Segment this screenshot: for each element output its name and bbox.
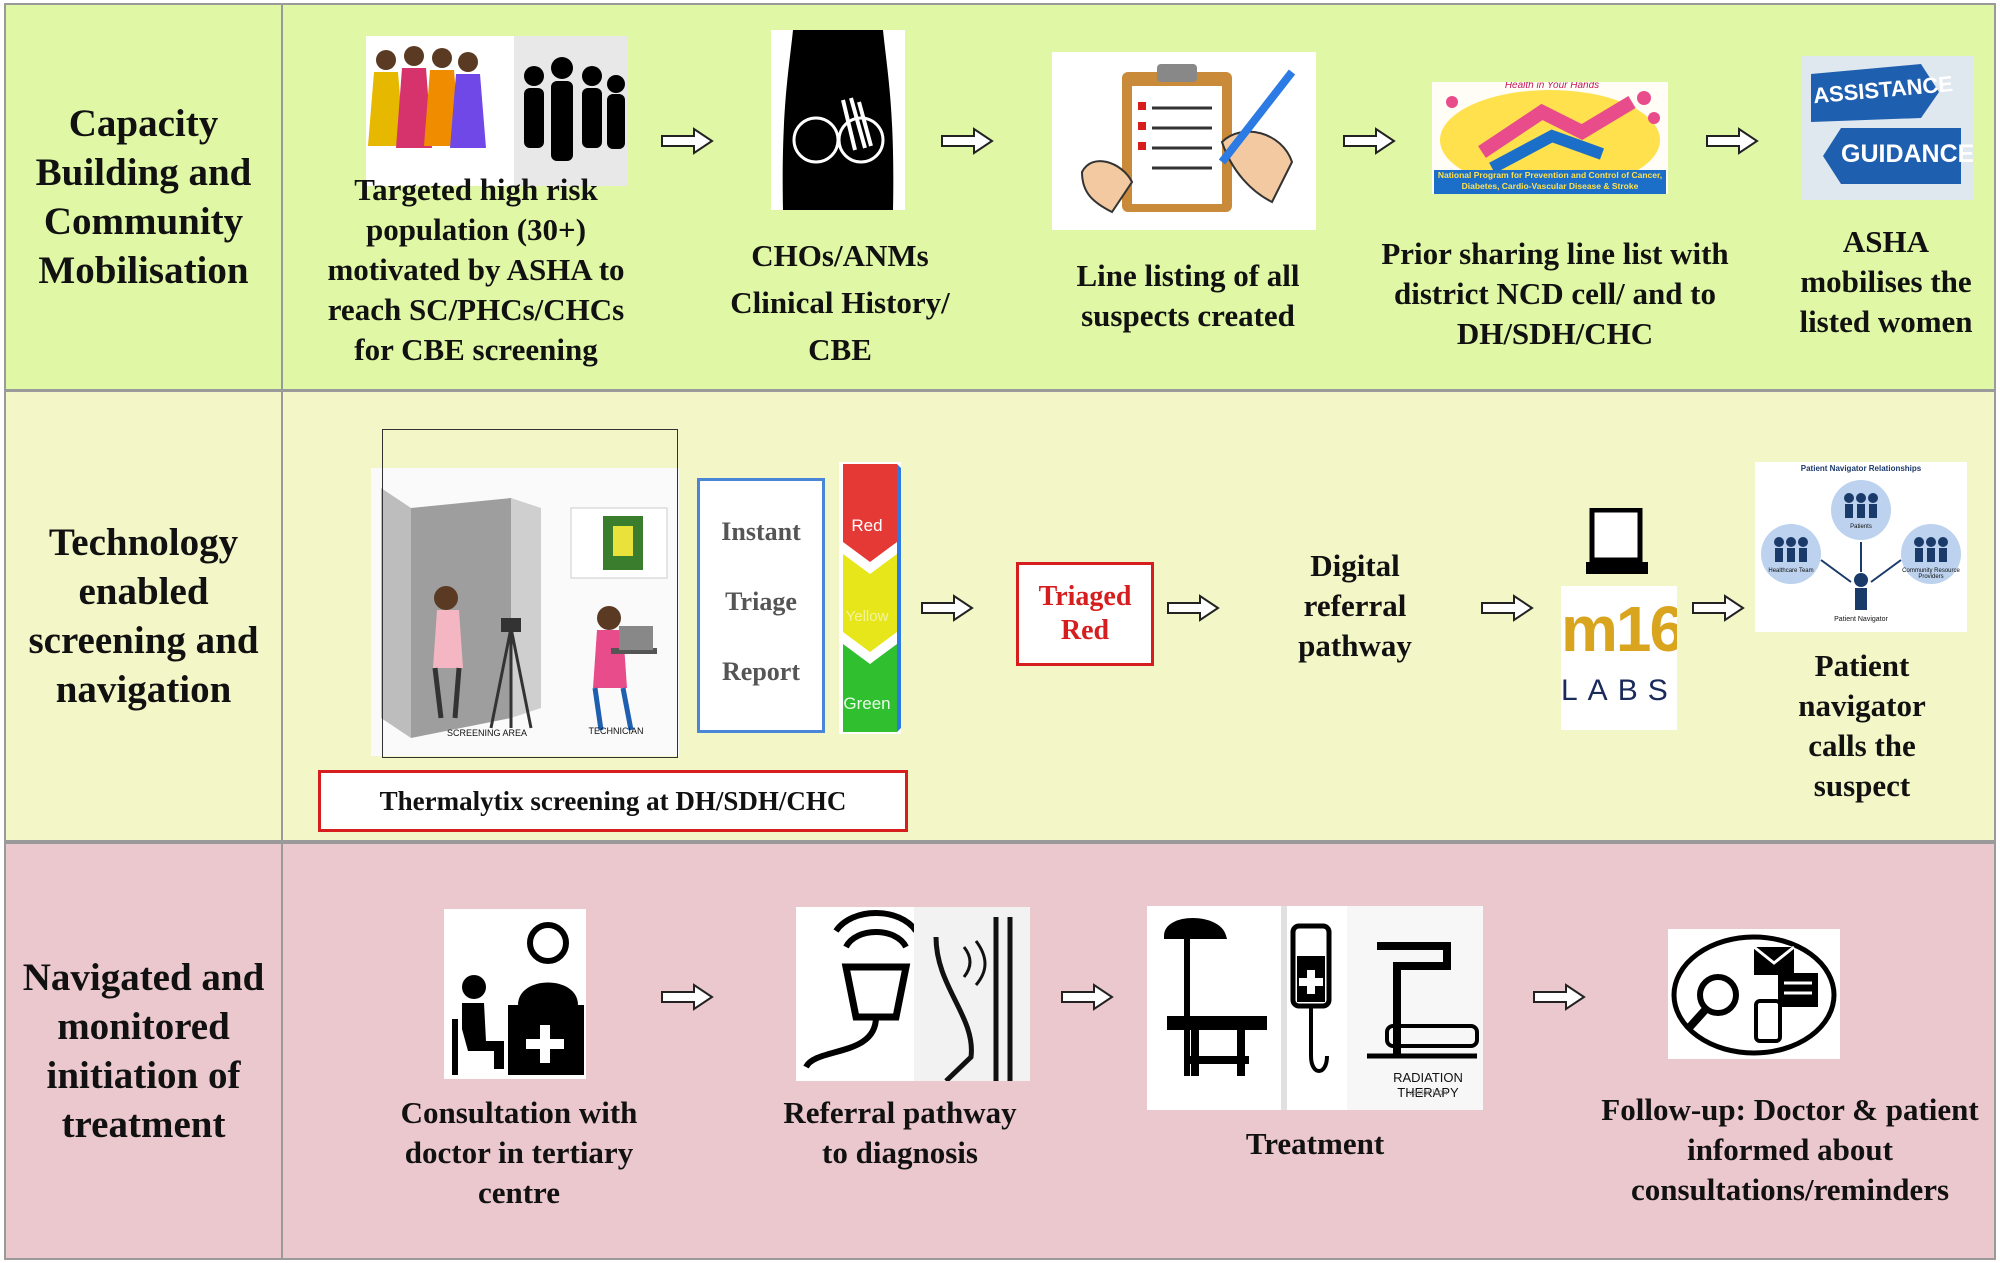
sign-text: GUIDANCE [1841, 140, 1973, 168]
step-caption: Follow-up: Doctor & patient informed abo… [1601, 1092, 1979, 1207]
instant-triage-report-box: Instant Triage Report [697, 478, 825, 733]
triage-red: Red [851, 516, 883, 535]
patient-navigator-diagram: Patient Navigator Relationships Patients… [1755, 462, 1967, 632]
arrow-icon [1706, 127, 1759, 155]
step-caption: Referral pathway to diagnosis [783, 1095, 1017, 1170]
arrow-icon [941, 127, 994, 155]
arrow-icon [1167, 594, 1220, 622]
row-label: Navigated and monitored initiation of tr… [6, 844, 283, 1258]
m16-labs-logo: m16 LABS [1561, 586, 1677, 730]
report-line: Instant [721, 517, 801, 546]
npcdcs-logo: Health in Your Hands National Program fo… [1432, 82, 1668, 194]
screening-area-illustration: SCREENING AREA TECHNICIAN [371, 468, 679, 756]
digital-referral-caption: Digital referral pathway [1298, 548, 1412, 663]
arrow-icon [1061, 983, 1114, 1011]
step-caption: CHOs/ANMs Clinical History/ CBE [730, 238, 950, 367]
vector-label: vector icon [1408, 1088, 1448, 1097]
step-caption: Line listing of all suspects created [1076, 258, 1300, 333]
doctor-consult-icon [444, 909, 586, 1079]
thermalytix-screening-box: Thermalytix screening at DH/SDH/CHC [318, 770, 908, 832]
labs-text: LABS [1561, 674, 1677, 707]
clipboard-icon [1052, 52, 1316, 230]
arrow-icon [661, 127, 714, 155]
triage-chevrons: Red Yellow Green [839, 462, 901, 734]
arrow-icon [1533, 983, 1586, 1011]
navigator-node: Patient Navigator [1834, 616, 1888, 623]
row-label: Technology enabled screening and navigat… [6, 392, 283, 840]
arrow-icon [1692, 594, 1745, 622]
row-label: Capacity Building and Community Mobilisa… [6, 5, 283, 389]
laptop-icon [1586, 508, 1648, 574]
arrow-icon [921, 594, 974, 622]
step-caption: ASHA mobilises the listed women [1799, 224, 1973, 339]
followup-icon [1668, 929, 1840, 1059]
screening-area-label: SCREENING AREA [446, 728, 528, 738]
report-line: Report [722, 657, 800, 686]
step-caption: Prior sharing line list with district NC… [1381, 236, 1729, 351]
navigator-node: Patients [1850, 524, 1872, 530]
navigator-caption: Patient navigator calls the suspect [1798, 648, 1926, 803]
triage-green: Green [843, 694, 891, 713]
step-caption: Consultation with doctor in tertiary cen… [400, 1095, 638, 1210]
row-capacity-building: Capacity Building and Community Mobilisa… [4, 3, 1996, 391]
radiation-label: RADIATION THERAPY [1393, 1070, 1463, 1100]
ultrasound-icon [796, 907, 1030, 1081]
breast-exam-icon [771, 30, 905, 210]
navigator-title: Patient Navigator Relationships [1800, 464, 1922, 473]
arrow-icon [1481, 594, 1534, 622]
women-group-icon [366, 36, 628, 186]
triaged-red-box: Triaged Red [1016, 562, 1154, 666]
navigator-node: Community Resource Providers [1902, 568, 1960, 580]
logo-text: National Program for Prevention and Cont… [1437, 170, 1663, 191]
treatment-icon: RADIATION THERAPY vector icon [1147, 906, 1483, 1110]
screening-frame [382, 429, 678, 758]
triage-yellow: Yellow [845, 608, 889, 625]
signpost-icon: ASSISTANCE GUIDANCE [1801, 56, 1973, 200]
logo-text: Health in Your Hands [1504, 82, 1600, 91]
step-caption: Targeted high risk population (30+) moti… [327, 172, 625, 367]
arrow-icon [661, 983, 714, 1011]
navigator-node: Healthcare Team [1768, 568, 1814, 574]
arrow-icon [1343, 127, 1396, 155]
technician-label: TECHNICIAN [588, 726, 644, 736]
report-line: Triage [725, 587, 797, 616]
step-caption: Treatment [1245, 1126, 1385, 1161]
